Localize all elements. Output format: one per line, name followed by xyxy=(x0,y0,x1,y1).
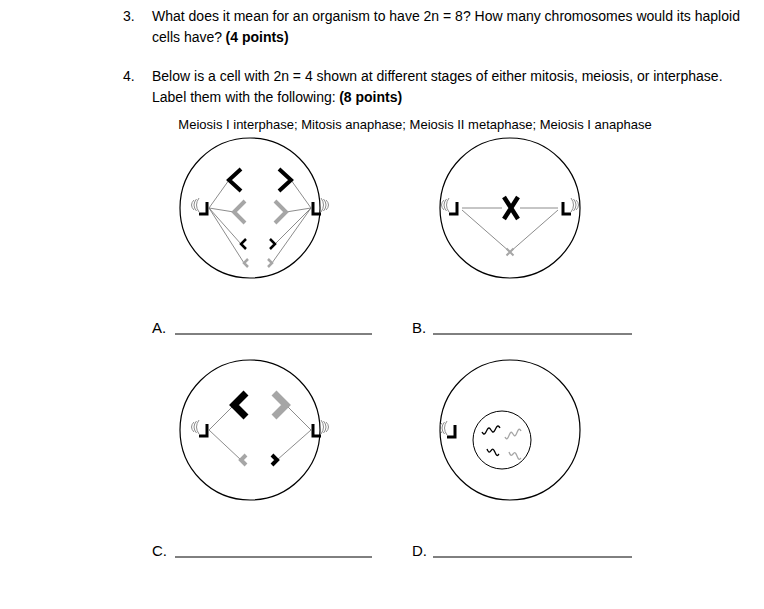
cell-membrane xyxy=(180,138,320,278)
aster-ray xyxy=(197,198,200,212)
chromatin xyxy=(482,426,500,434)
chromatin xyxy=(487,449,499,455)
cell-membrane xyxy=(440,360,580,500)
question-number: 3. xyxy=(123,6,135,27)
aster-ray xyxy=(197,420,200,434)
spindle-fiber xyxy=(209,180,229,208)
centriole xyxy=(199,202,207,214)
aster-ray xyxy=(447,198,450,212)
chromosome xyxy=(270,239,275,249)
chromosome xyxy=(244,259,248,267)
spindle-fiber xyxy=(462,208,502,209)
question-number: 4. xyxy=(123,66,135,87)
centriole xyxy=(313,424,321,436)
chromosome xyxy=(504,197,518,219)
chromosome xyxy=(234,201,245,223)
nucleus xyxy=(473,411,531,469)
point-value: (8 points) xyxy=(339,89,402,105)
spindle-fiber xyxy=(520,208,558,209)
answer-line xyxy=(175,334,372,335)
chromatin xyxy=(505,429,521,439)
chromosome xyxy=(241,455,246,465)
label-text: C. xyxy=(152,542,167,559)
chromatin xyxy=(509,452,521,459)
chromosome xyxy=(279,169,291,191)
aster-ray xyxy=(324,421,327,433)
question-text: Below is a cell with 2n = 4 shown at dif… xyxy=(152,66,758,108)
chromosome xyxy=(274,393,286,417)
label-text: 3. xyxy=(123,8,135,24)
spindle-fiber xyxy=(277,430,311,460)
centriole xyxy=(449,202,457,214)
centriole xyxy=(199,424,207,436)
answer-line xyxy=(175,557,372,558)
spindle-fiber xyxy=(209,208,241,244)
aster-ray xyxy=(321,420,324,434)
chromosome xyxy=(275,201,286,223)
aster-ray xyxy=(321,198,324,212)
aster-ray xyxy=(324,199,327,211)
chromosome xyxy=(241,239,246,249)
spindle-fiber xyxy=(291,180,311,208)
centriole xyxy=(563,202,571,214)
answer-letter: C. xyxy=(152,540,167,561)
spindle-fiber xyxy=(209,430,241,460)
label-text: B. xyxy=(412,319,426,336)
aster-ray xyxy=(440,423,443,433)
spindle-fiber xyxy=(272,208,311,263)
answer-letter: D. xyxy=(412,540,427,561)
spindle-fiber xyxy=(209,208,234,212)
answer-options: Meiosis I interphase; Mitosis anaphase; … xyxy=(178,114,651,135)
spindle-fiber xyxy=(209,405,234,430)
aster-ray xyxy=(571,198,574,212)
aster-ray xyxy=(442,422,445,434)
question-text: What does it mean for an organism to hav… xyxy=(152,6,758,48)
aster-ray xyxy=(194,421,197,433)
aster-ray xyxy=(574,199,577,211)
answer-letter: A. xyxy=(152,317,166,338)
point-value: (4 points) xyxy=(226,29,289,45)
label-text: Meiosis I interphase; Mitosis anaphase; … xyxy=(178,117,651,132)
aster-ray xyxy=(192,200,195,210)
aster-ray xyxy=(442,200,445,210)
label-text: Below is a cell with 2n = 4 shown at dif… xyxy=(152,68,723,105)
cell-membrane xyxy=(180,360,320,500)
spindle-fiber xyxy=(209,208,244,263)
aster-ray xyxy=(194,199,197,211)
aster-ray xyxy=(192,422,195,432)
aster-ray xyxy=(326,200,329,210)
chromosome xyxy=(229,169,241,191)
cell-membrane xyxy=(440,138,580,278)
centriole xyxy=(447,425,455,437)
label-text: 4. xyxy=(123,68,135,84)
aster-ray xyxy=(444,199,447,211)
aster-ray xyxy=(576,200,579,210)
spindle-fiber xyxy=(462,210,510,252)
chromosome xyxy=(268,259,272,267)
aster-ray xyxy=(445,421,448,435)
chromosome xyxy=(507,249,514,256)
chromosome xyxy=(234,393,246,417)
label-text: A. xyxy=(152,319,166,336)
answer-letter: B. xyxy=(412,317,426,338)
spindle-fiber xyxy=(275,208,311,244)
spindle-fiber xyxy=(286,405,311,430)
answer-line xyxy=(433,557,632,558)
centriole xyxy=(313,202,321,214)
aster-ray xyxy=(326,422,329,432)
label-text: D. xyxy=(412,542,427,559)
answer-line xyxy=(433,334,632,335)
chromosome xyxy=(272,455,277,465)
